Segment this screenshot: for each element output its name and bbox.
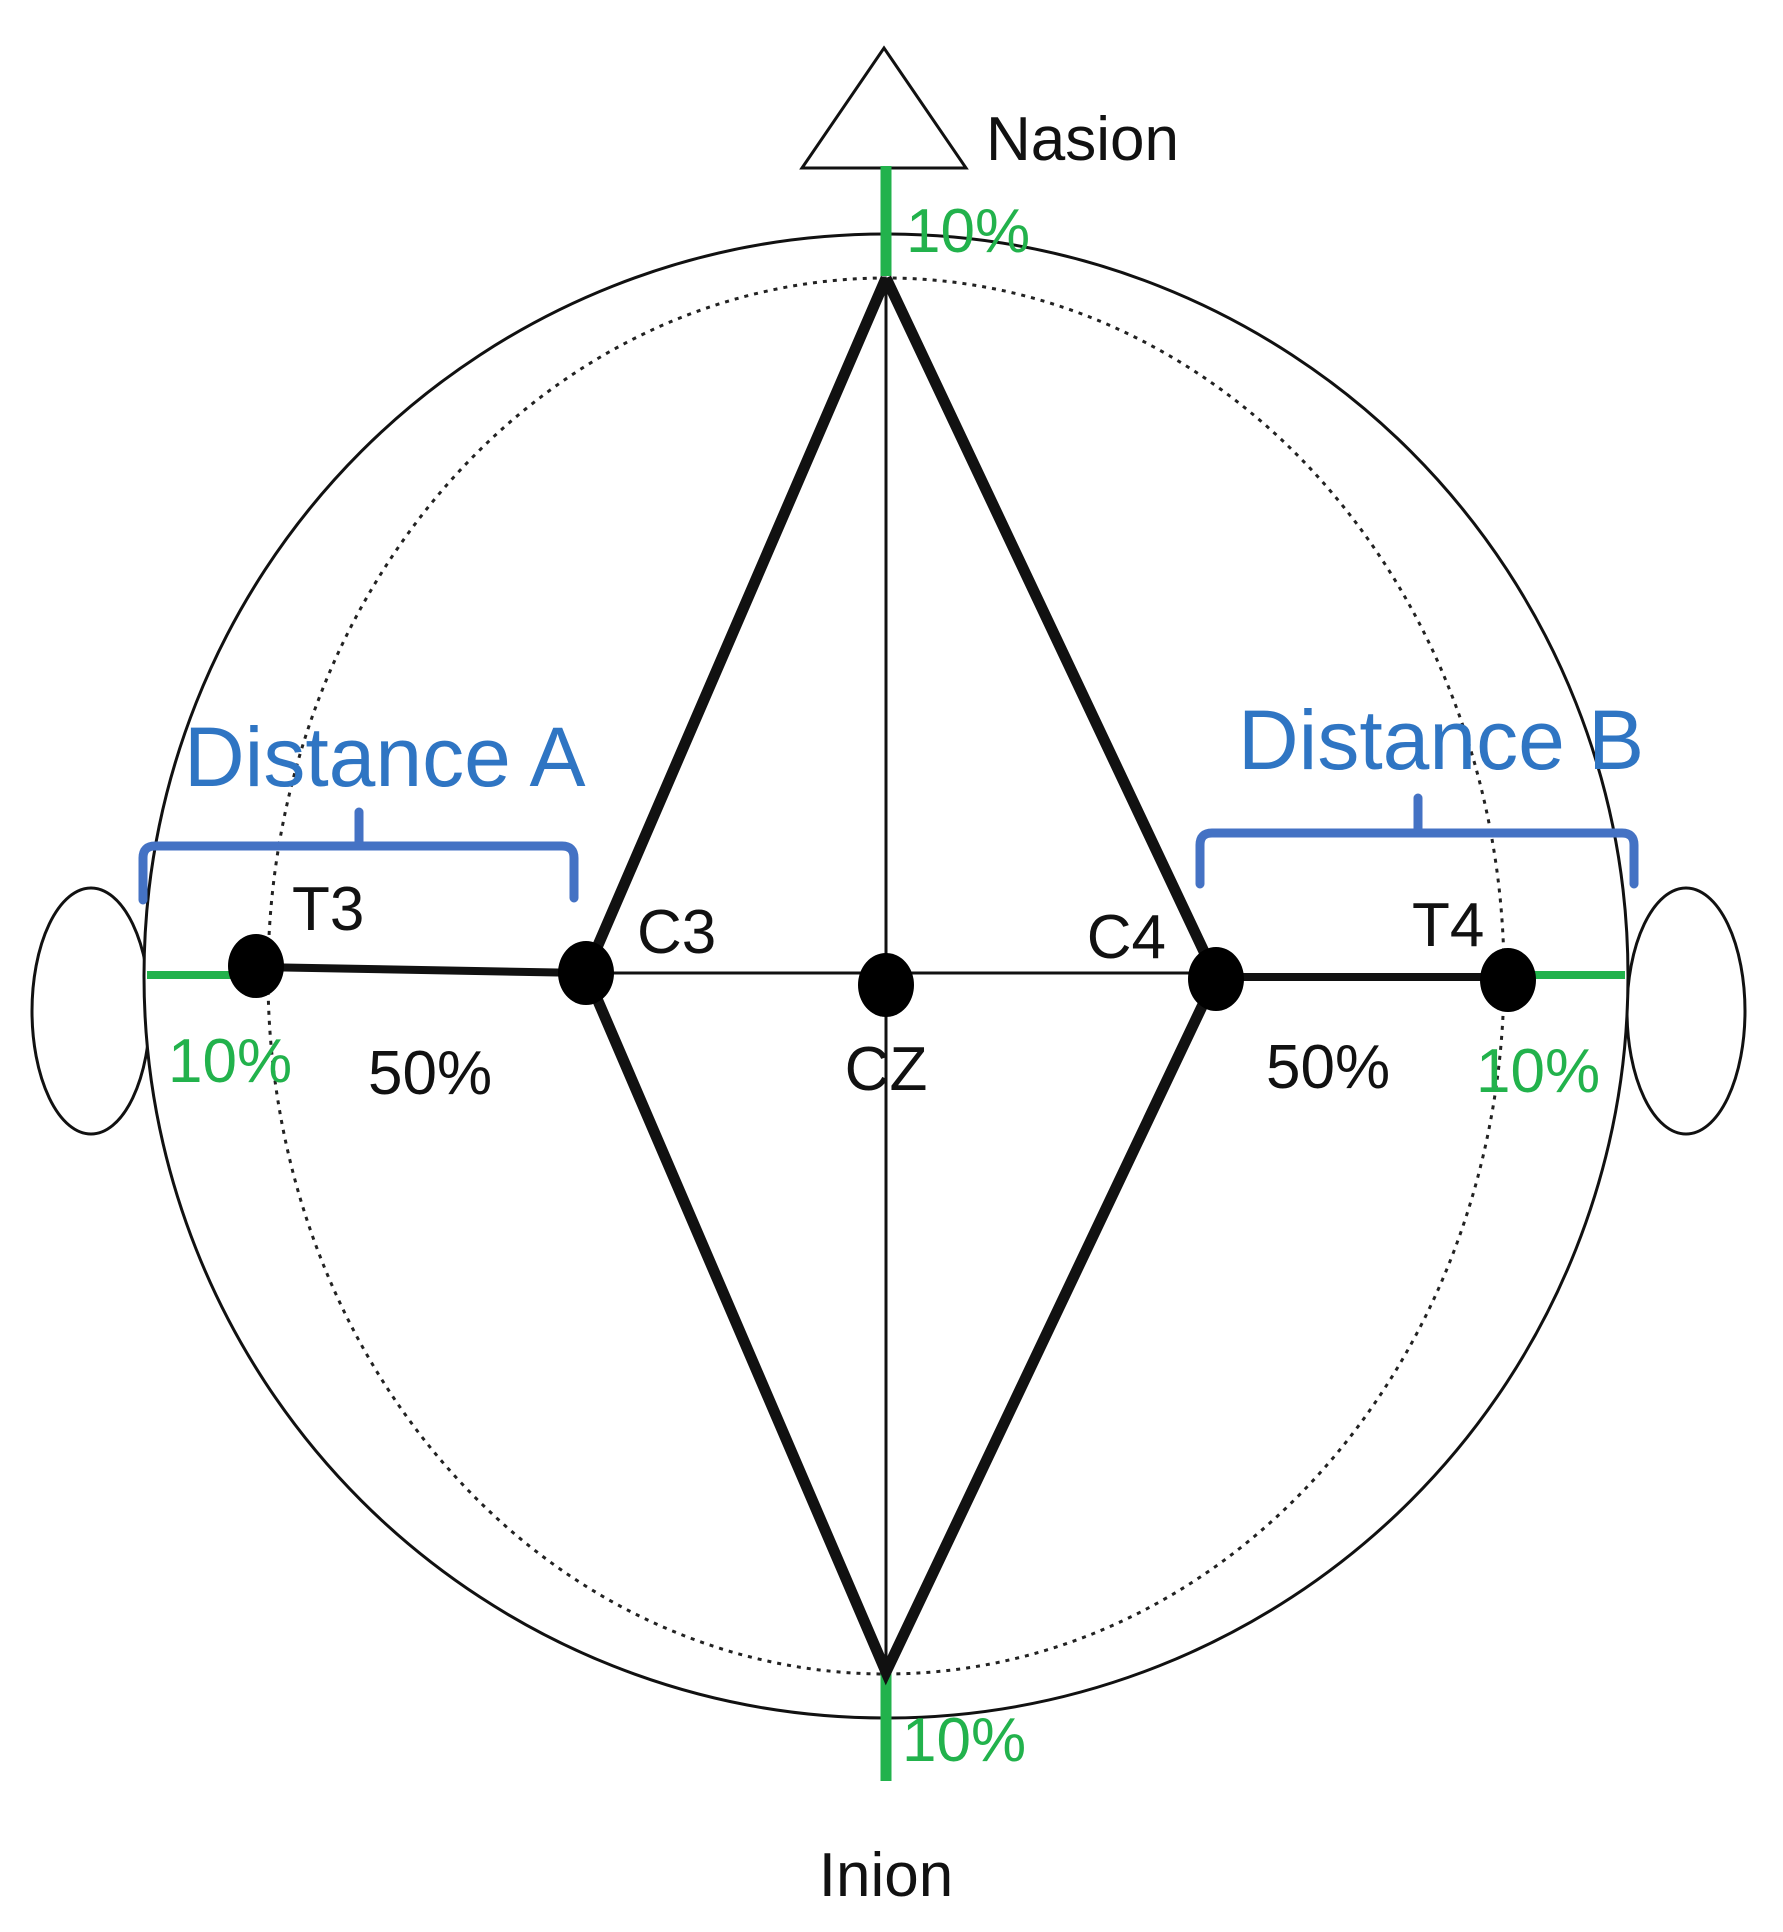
percent-right-middle: 50% bbox=[1266, 1033, 1390, 1102]
nose-triangle bbox=[799, 45, 969, 170]
percent-right-outer: 10% bbox=[1476, 1037, 1600, 1106]
electrode-t3 bbox=[228, 934, 284, 998]
label-c3: C3 bbox=[637, 898, 716, 967]
t3-c3-segment bbox=[255, 963, 587, 977]
electrode-cz bbox=[858, 953, 914, 1017]
percent-bottom: 10% bbox=[902, 1706, 1026, 1775]
electrode-t4 bbox=[1480, 948, 1536, 1012]
label-t4: T4 bbox=[1412, 891, 1484, 960]
distance-a-label: Distance A bbox=[184, 710, 586, 804]
nasion-label: Nasion bbox=[986, 105, 1179, 174]
left-ear bbox=[30, 886, 152, 1136]
percent-left-middle: 50% bbox=[368, 1039, 492, 1108]
percent-top: 10% bbox=[906, 197, 1030, 266]
right-ear bbox=[1625, 886, 1747, 1136]
diamond-outline bbox=[580, 275, 1223, 1686]
label-c4: C4 bbox=[1087, 903, 1166, 972]
electrode-c3 bbox=[558, 941, 614, 1005]
bracket-distance-a bbox=[138, 807, 579, 905]
electrode-c4 bbox=[1188, 947, 1244, 1011]
percent-left-outer: 10% bbox=[168, 1027, 292, 1096]
label-t3: T3 bbox=[292, 875, 364, 944]
distance-b-label: Distance B bbox=[1238, 693, 1644, 787]
label-cz: CZ bbox=[845, 1035, 928, 1104]
inion-label: Inion bbox=[819, 1841, 953, 1910]
bracket-distance-b bbox=[1195, 793, 1639, 889]
